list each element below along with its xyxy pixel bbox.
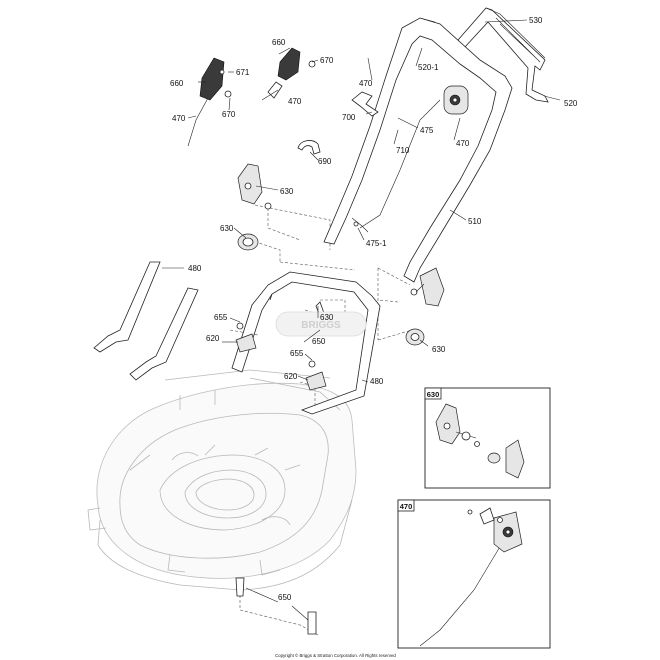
control-box-top: [267, 47, 316, 99]
clip-690: [297, 140, 321, 155]
callout-630-c: 630: [320, 313, 334, 322]
callout-520-1: 520-1: [418, 63, 439, 72]
callout-660-left: 660: [170, 79, 184, 88]
callout-470-a: 470: [172, 114, 186, 123]
callout-650-b: 650: [278, 593, 292, 602]
callout-670-left: 670: [222, 110, 236, 119]
inset-470-label: 470: [400, 502, 413, 511]
handle-knob-630-b: [237, 233, 259, 251]
upper-handle-510: [323, 17, 513, 283]
handle-knob-630-a: [237, 163, 272, 210]
inset-630: 630: [424, 387, 551, 489]
callout-475: 475: [420, 126, 434, 135]
callout-620-b: 620: [284, 372, 298, 381]
control-box-left: [187, 57, 232, 147]
callout-690: 690: [318, 157, 332, 166]
callout-520: 520: [564, 99, 578, 108]
callout-labels: 530 660 670 660 671 470 670 470 470 520-…: [170, 16, 578, 602]
lower-tubes-480: [93, 261, 199, 381]
inset-630-label: 630: [427, 390, 440, 399]
lower-handle-480: [231, 271, 381, 415]
clip-700: [351, 91, 379, 117]
callout-655-b: 655: [290, 349, 304, 358]
cable-end-475-1: [351, 217, 369, 233]
callout-620-a: 620: [206, 334, 220, 343]
callout-470-b: 470: [288, 97, 302, 106]
callout-470-d: 470: [456, 139, 470, 148]
callout-630-b: 630: [220, 224, 234, 233]
callout-655-a: 655: [214, 313, 228, 322]
watermark: BRIGGS: [275, 311, 367, 337]
handle-knob-630-right: [405, 267, 445, 346]
callout-530: 530: [529, 16, 543, 25]
callout-660-top: 660: [272, 38, 286, 47]
callout-480-a: 480: [188, 264, 202, 273]
callout-710: 710: [396, 146, 410, 155]
inset-470: 470: [397, 499, 551, 649]
callout-630-a: 630: [280, 187, 294, 196]
bracket-620-b: [305, 360, 327, 391]
callout-650-a: 650: [312, 337, 326, 346]
callout-480-b: 480: [370, 377, 384, 386]
callout-475-1: 475-1: [366, 239, 387, 248]
leader-lines: [162, 19, 561, 621]
callout-670-top: 670: [320, 56, 334, 65]
copyright-text: Copyright © Briggs & Stratton Corporatio…: [275, 653, 396, 658]
bolt-650-bottom: [235, 577, 317, 635]
callout-470-c: 470: [359, 79, 373, 88]
callout-671: 671: [236, 68, 250, 77]
watermark-text: BRIGGS: [301, 320, 341, 331]
callout-630-d: 630: [432, 345, 446, 354]
control-lever-470-top: [359, 85, 469, 229]
callout-700: 700: [342, 113, 356, 122]
mower-deck: [87, 369, 357, 591]
bracket-620-a: [235, 322, 257, 353]
callout-510: 510: [468, 217, 482, 226]
